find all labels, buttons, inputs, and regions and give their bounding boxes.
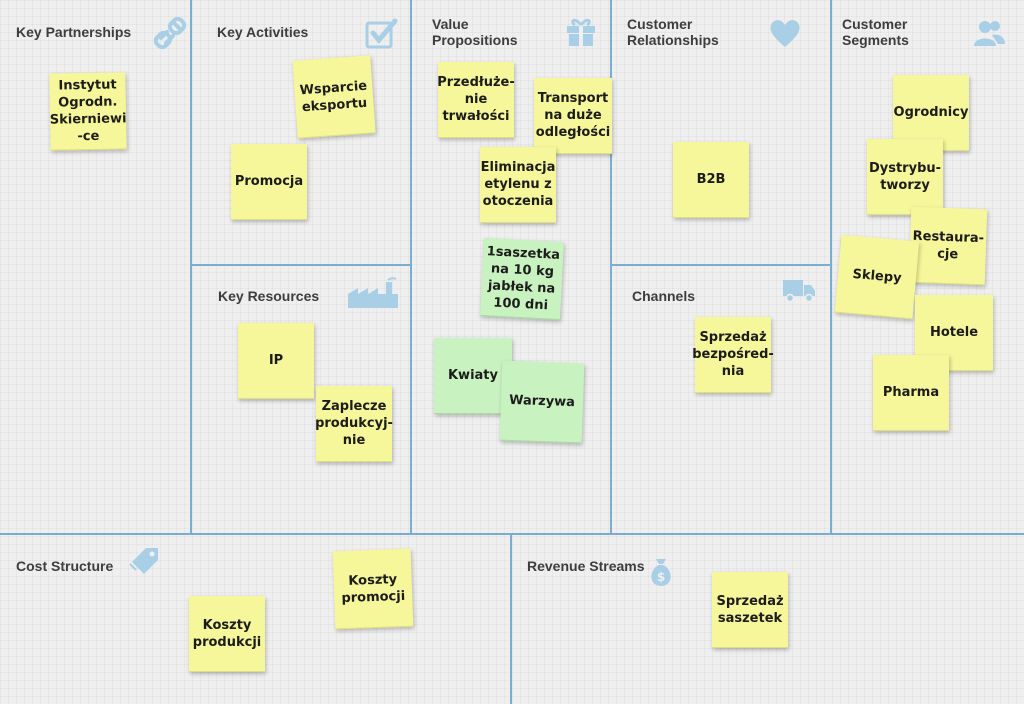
- channels-title: Channels: [632, 288, 696, 304]
- divider-line: [610, 264, 832, 266]
- key-activities-title: Key Activities: [217, 24, 309, 40]
- sticky-note[interactable]: Koszty promocji: [332, 548, 414, 630]
- sticky-note[interactable]: IP: [238, 323, 314, 399]
- sticky-note[interactable]: Kwiaty: [434, 338, 512, 414]
- revenue-streams-title: Revenue Streams: [527, 558, 645, 574]
- sticky-note[interactable]: Zaplecze produkcyj- nie: [315, 386, 393, 462]
- divider-line: [190, 0, 192, 534]
- heart-icon: [768, 16, 802, 50]
- sticky-note[interactable]: Transport na duże odległości: [534, 78, 612, 154]
- sticky-note[interactable]: Instytut Ogrodn. Skierniewi -ce: [49, 72, 127, 151]
- cost-structure-title: Cost Structure: [16, 558, 114, 574]
- customer-segments-title: Customer Segments: [842, 16, 909, 48]
- money-bag-icon: $: [644, 554, 678, 588]
- sticky-note[interactable]: Sprzedaż bezpośred- nia: [692, 317, 774, 393]
- divider-line: [610, 0, 612, 534]
- checkbox-icon: [364, 16, 398, 50]
- customer-relationships-title: Customer Relationships: [627, 16, 719, 48]
- truck-icon: [782, 272, 816, 306]
- sticky-note[interactable]: Restaura- cje: [908, 206, 988, 286]
- key-resources-title: Key Resources: [218, 288, 320, 304]
- divider-line: [830, 0, 832, 534]
- sticky-note[interactable]: Pharma: [873, 355, 949, 431]
- divider-line: [190, 264, 412, 266]
- sticky-note[interactable]: Warzywa: [499, 360, 585, 444]
- divider-line: [510, 533, 512, 704]
- sticky-note[interactable]: Wsparcie eksportu: [292, 55, 376, 139]
- link-icon: [153, 16, 187, 50]
- sticky-note[interactable]: 1saszetka na 10 kg jabłek na 100 dni: [480, 237, 564, 321]
- sticky-note[interactable]: Koszty produkcji: [189, 596, 265, 672]
- sticky-note[interactable]: Sklepy: [834, 234, 920, 320]
- factory-icon: [346, 276, 400, 310]
- people-icon: [972, 16, 1006, 50]
- divider-line: [0, 533, 1024, 535]
- divider-line: [410, 0, 412, 534]
- value-propositions-title: Value Propositions: [432, 16, 518, 48]
- sticky-note[interactable]: B2B: [673, 142, 749, 218]
- sticky-note[interactable]: Ogrodnicy: [893, 75, 969, 151]
- key-partnerships-title: Key Partnerships: [16, 24, 132, 40]
- svg-text:$: $: [657, 570, 665, 584]
- sticky-note[interactable]: Eliminacja etylenu z otoczenia: [480, 147, 556, 223]
- sticky-note[interactable]: Sprzedaż saszetek: [712, 572, 788, 648]
- price-tag-icon: [128, 544, 162, 578]
- gift-icon: [564, 14, 598, 48]
- sticky-note[interactable]: Przedłuże- nie trwałości: [437, 62, 515, 138]
- sticky-note[interactable]: Promocja: [231, 144, 307, 220]
- sticky-note[interactable]: Dystrybu- tworzy: [867, 139, 943, 215]
